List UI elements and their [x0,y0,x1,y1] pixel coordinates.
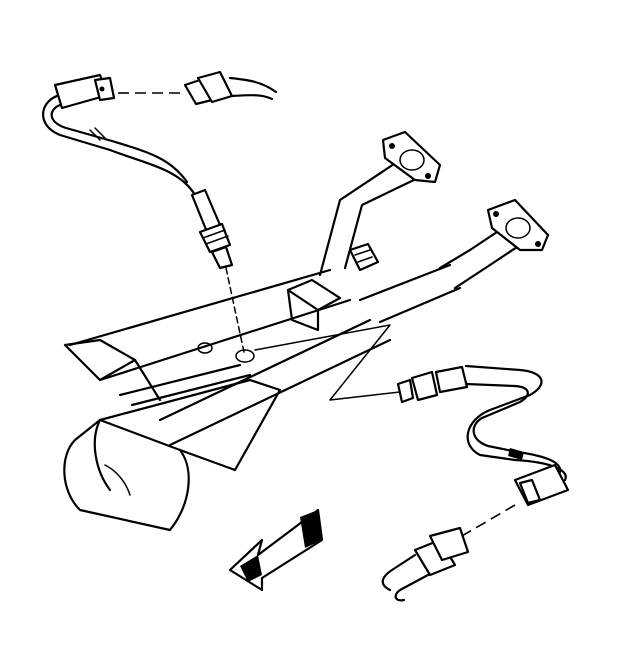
front-direction-arrow-icon [228,508,324,592]
downstream-oxygen-sensor [254,324,570,507]
downstream-harness-connector [381,526,470,602]
downstream-connector-guide-line [454,504,516,541]
upstream-harness-connector [183,70,278,106]
catalytic-converter [63,338,282,532]
upstream-oxygen-sensor [42,73,245,353]
exhaust-pipe-assembly [68,130,550,447]
